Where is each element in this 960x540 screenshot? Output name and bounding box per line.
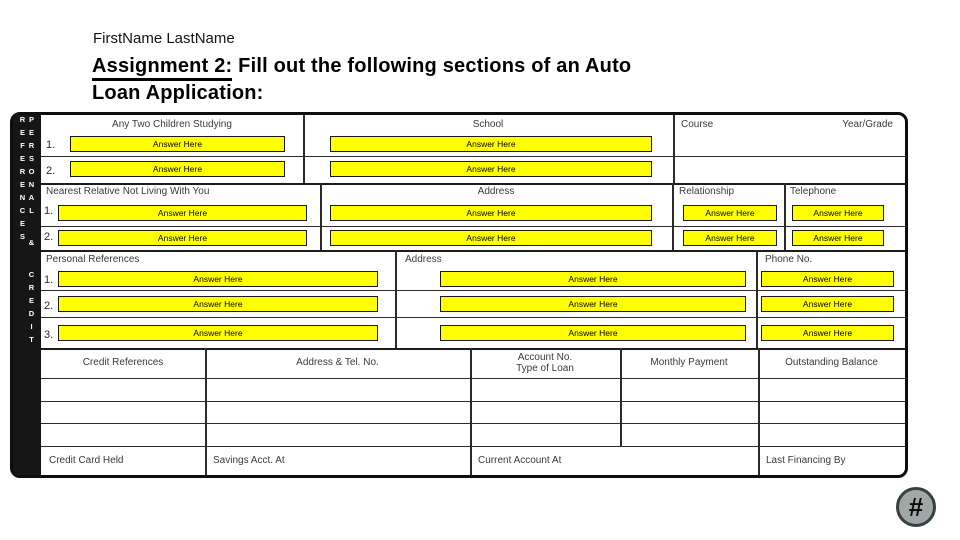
label-last-financing-by: Last Financing By [766,455,846,466]
sidebar-vertical-label: PERSONAL & CREDIT REFERENCES [18,115,36,348]
header-personal-references: Personal References [46,254,140,265]
answer-field-reference-address-3[interactable]: Answer Here [440,325,746,341]
row-number: 1. [44,274,54,286]
grid-line-v [784,183,786,250]
header-school: School [472,119,504,130]
header-outstanding-balance: Outstanding Balance [785,357,878,369]
grid-line-v [470,348,472,475]
assignment-heading: Assignment 2: Fill out the following sec… [92,54,631,105]
slide-number-placeholder: # [896,487,936,527]
answer-field-relative-address-1[interactable]: Answer Here [330,205,652,221]
answer-field-reference-phone-3[interactable]: Answer Here [761,325,894,341]
header-telephone: Telephone [790,186,837,197]
grid-line-h [41,423,905,424]
row-number: 2. [44,231,54,243]
answer-field-reference-name-3[interactable]: Answer Here [58,325,378,341]
answer-field-relative-name-1[interactable]: Answer Here [58,205,307,221]
grid-line-v [395,250,397,348]
row-number: 2. [44,300,54,312]
answer-field-relationship-2[interactable]: Answer Here [683,230,777,246]
heading-line-1: Assignment 2: Fill out the following sec… [92,54,631,81]
header-relative-address: Address [477,186,515,197]
answer-field-child-1[interactable]: Answer Here [70,136,285,152]
label-credit-card-held: Credit Card Held [49,455,124,466]
header-nearest-relative: Nearest Relative Not Living With You [46,186,210,197]
label-savings-acct: Savings Acct. At [213,455,285,466]
header-monthly-payment: Monthly Payment [650,357,728,369]
answer-field-reference-phone-2[interactable]: Answer Here [761,296,894,312]
header-children-studying: Any Two Children Studying [112,119,232,130]
answer-field-child-2[interactable]: Answer Here [70,161,285,177]
grid-line-h [41,317,905,318]
grid-line-v [756,250,758,348]
row-number: 1. [46,139,56,151]
grid-line-h [41,446,905,447]
sidebar-strip: PERSONAL & CREDIT REFERENCES [13,115,41,475]
header-phone-no: Phone No. [765,254,813,265]
header-reference-address: Address [405,254,442,265]
answer-field-telephone-1[interactable]: Answer Here [792,205,884,221]
heading-underlined-part: Assignment 2: [92,54,233,81]
answer-field-reference-address-2[interactable]: Answer Here [440,296,746,312]
answer-field-relationship-1[interactable]: Answer Here [683,205,777,221]
grid-line-v [320,183,322,250]
loan-application-form: PERSONAL & CREDIT REFERENCES Any Two Chi… [10,112,908,478]
header-account-line2: Type of Loan [516,363,574,374]
grid-line-v [758,348,760,475]
heading-line-2: Loan Application: [92,82,264,104]
grid-line-v [303,115,305,183]
header-credit-references: Credit References [82,357,164,369]
answer-field-relative-address-2[interactable]: Answer Here [330,230,652,246]
header-course: Course [681,119,714,130]
header-relationship: Relationship [679,186,735,197]
answer-field-reference-phone-1[interactable]: Answer Here [761,271,894,287]
row-number: 2. [46,165,56,177]
grid-line-v [673,115,675,183]
answer-field-telephone-2[interactable]: Answer Here [792,230,884,246]
grid-line-h [41,401,905,402]
heading-line1-rest: Fill out the following sections of an Au… [232,55,632,77]
row-number: 3. [44,329,54,341]
header-address-tel: Address & Tel. No. [296,357,379,369]
answer-field-school-2[interactable]: Answer Here [330,161,652,177]
grid-line-v [672,183,674,250]
grid-line-h [41,290,905,291]
header-account-type: Account No. Type of Loan [470,350,620,376]
answer-field-reference-name-2[interactable]: Answer Here [58,296,378,312]
header-year-grade: Year/Grade [842,119,893,130]
row-number: 1. [44,205,54,217]
grid-line-h [41,348,905,350]
hash-icon: # [908,492,924,522]
label-current-account: Current Account At [478,455,562,466]
grid-line-h [41,378,905,379]
grid-line-h [41,156,905,157]
grid-line-v [205,348,207,475]
grid-line-h [41,250,905,252]
grid-line-h [41,226,905,227]
answer-field-school-1[interactable]: Answer Here [330,136,652,152]
grid-line-v [620,348,622,446]
answer-field-reference-address-1[interactable]: Answer Here [440,271,746,287]
author-name: FirstName LastName [93,30,235,47]
answer-field-reference-name-1[interactable]: Answer Here [58,271,378,287]
header-account-line1: Account No. [517,351,573,363]
grid-line-h [41,183,905,185]
answer-field-relative-name-2[interactable]: Answer Here [58,230,307,246]
